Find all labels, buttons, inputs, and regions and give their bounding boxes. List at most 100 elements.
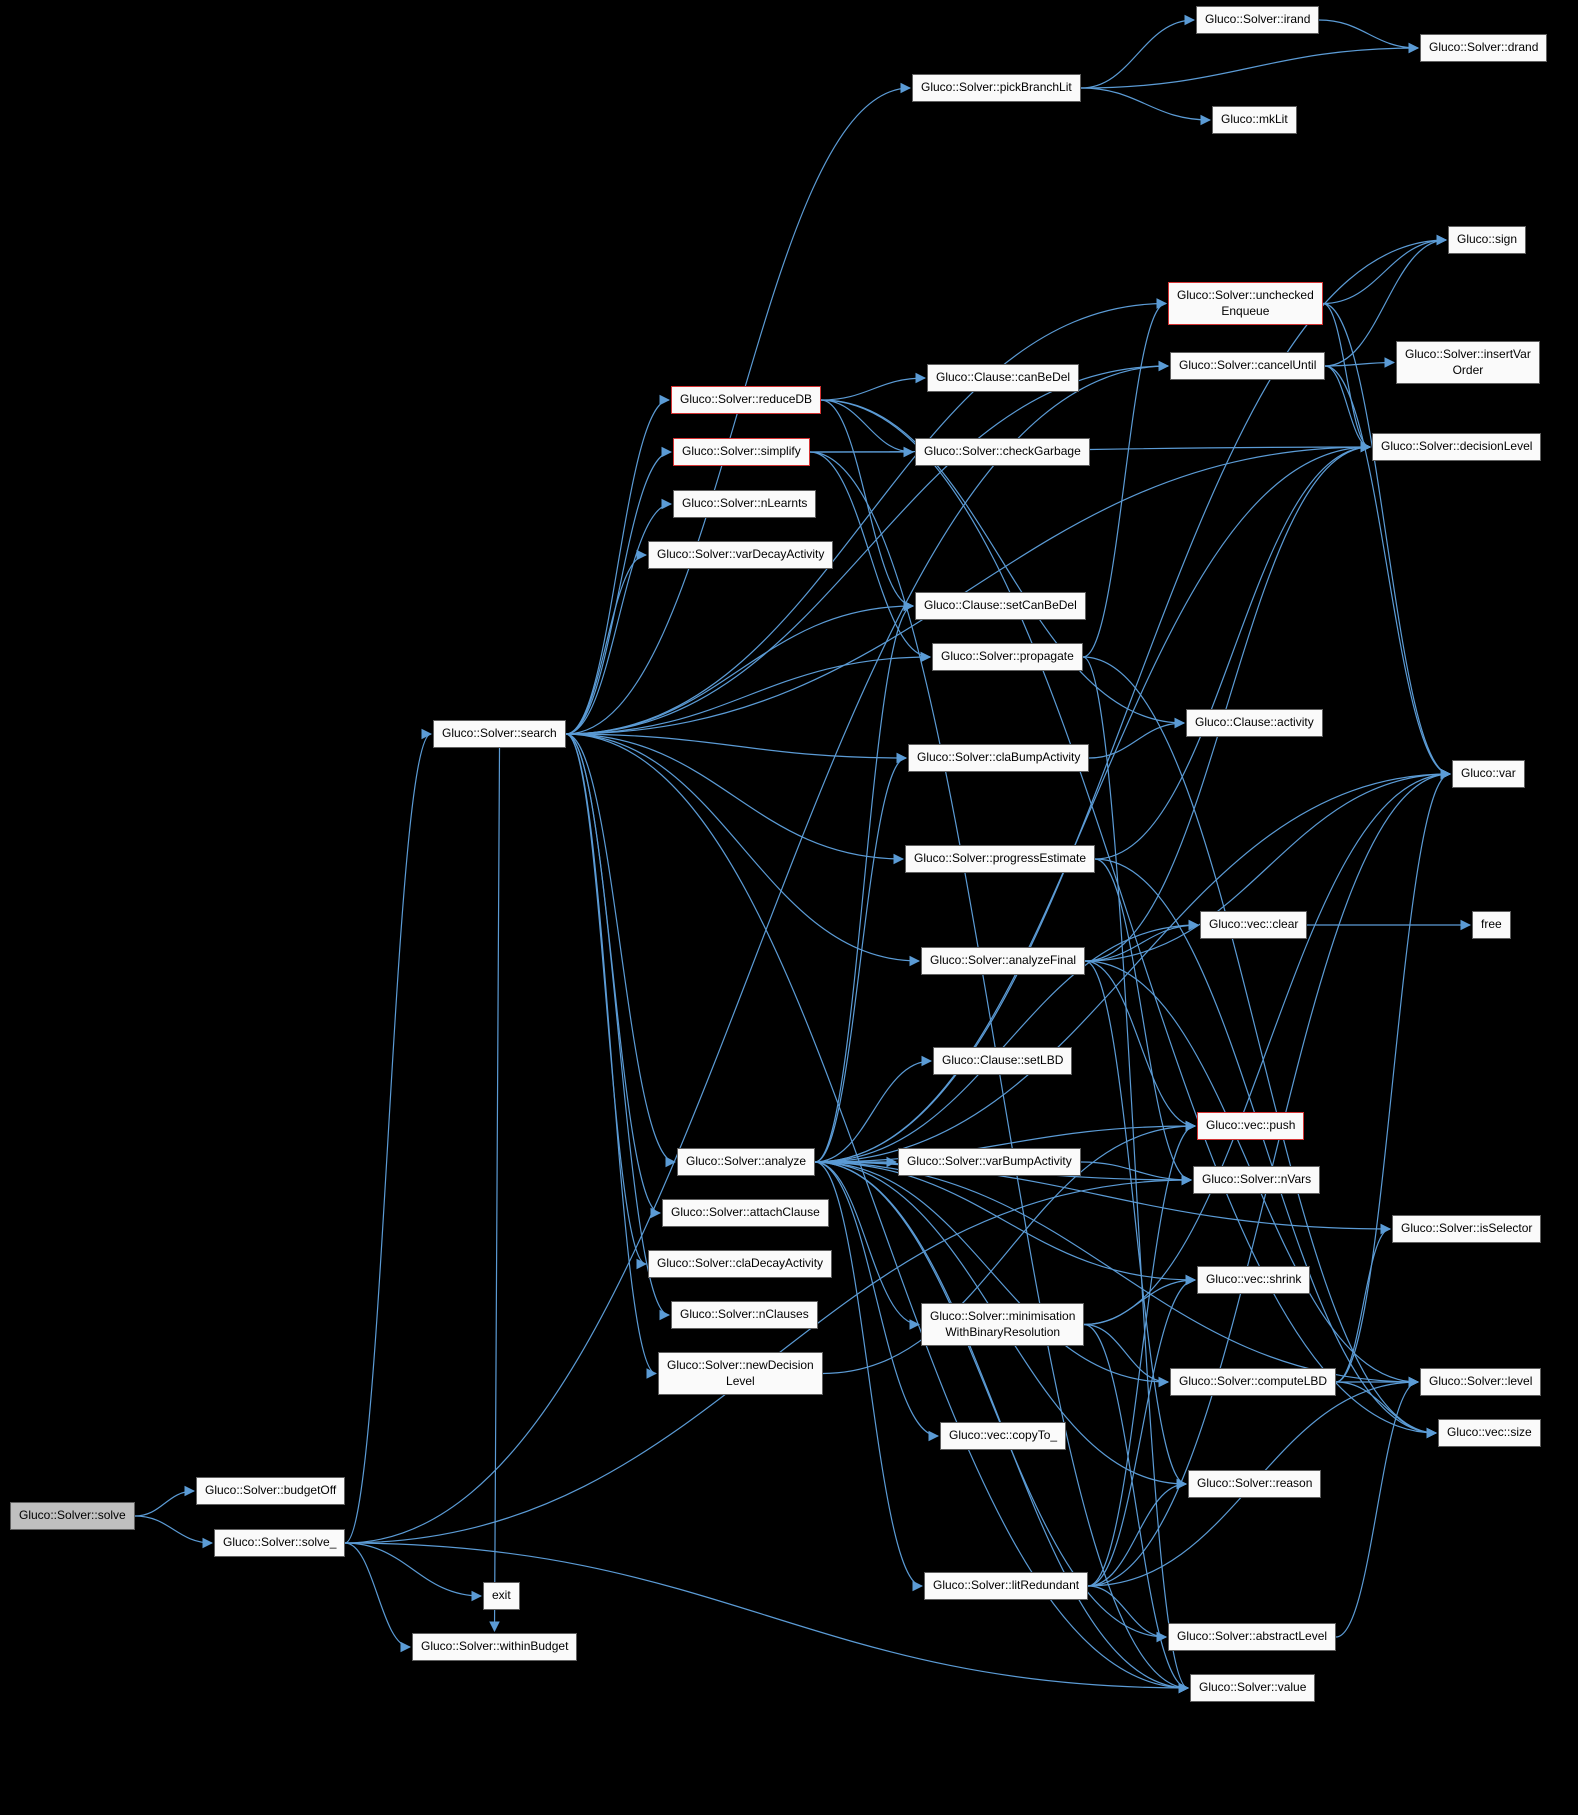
- node-computeLBD[interactable]: Gluco::Solver::computeLBD: [1170, 1368, 1337, 1396]
- node-irand[interactable]: Gluco::Solver::irand: [1196, 6, 1320, 34]
- edge-solve_-exit: [344, 1542, 483, 1602]
- edge-cancelUntil-var: [1324, 365, 1452, 780]
- edge-litRedundant-shrink: [1087, 1274, 1197, 1587]
- node-exit[interactable]: exit: [483, 1582, 520, 1610]
- node-decisionLevel[interactable]: Gluco::Solver::decisionLevel: [1372, 433, 1542, 461]
- node-value[interactable]: Gluco::Solver::value: [1190, 1674, 1316, 1702]
- node-progressEstimate[interactable]: Gluco::Solver::progressEstimate: [905, 845, 1096, 873]
- node-mkLit[interactable]: Gluco::mkLit: [1212, 106, 1297, 134]
- node-push[interactable]: Gluco::vec::push: [1197, 1112, 1305, 1140]
- edge-search-reduceDB: [565, 394, 671, 735]
- node-abstractLevel[interactable]: Gluco::Solver::abstractLevel: [1168, 1623, 1337, 1651]
- node-canBeDel[interactable]: Gluco::Clause::canBeDel: [927, 364, 1080, 392]
- node-checkGarbage[interactable]: Gluco::Solver::checkGarbage: [915, 438, 1090, 466]
- edge-solve-solve_: [134, 1515, 214, 1549]
- edge-analyzeFinal-reason: [1084, 960, 1188, 1490]
- edge-litRedundant-push: [1087, 1120, 1197, 1587]
- node-solve_[interactable]: Gluco::Solver::solve_: [214, 1529, 346, 1557]
- node-claDecayActivity[interactable]: Gluco::Solver::claDecayActivity: [648, 1250, 833, 1278]
- node-reduceDB[interactable]: Gluco::Solver::reduceDB: [671, 386, 822, 414]
- node-cancelUntil[interactable]: Gluco::Solver::cancelUntil: [1170, 352, 1326, 380]
- edge-claBumpActivity-activity: [1088, 717, 1186, 759]
- edge-analyze-var: [814, 768, 1452, 1163]
- node-varBumpActivity[interactable]: Gluco::Solver::varBumpActivity: [898, 1148, 1081, 1176]
- node-analyze[interactable]: Gluco::Solver::analyze: [677, 1148, 816, 1176]
- edge-cancelUntil-insertVarOrder: [1324, 357, 1396, 368]
- node-search[interactable]: Gluco::Solver::search: [433, 720, 566, 748]
- edge-analyze-clear: [814, 919, 1200, 1163]
- node-setLBD[interactable]: Gluco::Clause::setLBD: [933, 1047, 1073, 1075]
- node-var[interactable]: Gluco::var: [1452, 760, 1525, 788]
- edge-cancelUntil-sign: [1324, 234, 1448, 367]
- node-nVars[interactable]: Gluco::Solver::nVars: [1193, 1166, 1321, 1194]
- node-litRedundant[interactable]: Gluco::Solver::litRedundant: [924, 1572, 1089, 1600]
- edge-reduceDB-checkGarbage: [820, 399, 915, 458]
- node-insertVarOrder[interactable]: Gluco::Solver::insertVar Order: [1396, 341, 1540, 385]
- node-nLearnts[interactable]: Gluco::Solver::nLearnts: [673, 490, 817, 518]
- node-pickBranchLit[interactable]: Gluco::Solver::pickBranchLit: [912, 74, 1081, 102]
- node-simplify[interactable]: Gluco::Solver::simplify: [673, 438, 810, 466]
- edge-analyze-setCanBeDel: [814, 600, 915, 1163]
- edge-uncheckedEnqueue-decisionLevel: [1322, 302, 1372, 453]
- node-varDecayActivity[interactable]: Gluco::Solver::varDecayActivity: [648, 541, 834, 569]
- edge-solve_-search: [344, 728, 433, 1544]
- edge-propagate-size: [1082, 656, 1438, 1439]
- edge-pickBranchLit-drand: [1080, 42, 1420, 89]
- edge-minimisationWithBinaryResolution-shrink: [1083, 1274, 1197, 1326]
- node-copyTo_[interactable]: Gluco::vec::copyTo_: [940, 1422, 1067, 1450]
- node-free[interactable]: free: [1472, 911, 1511, 939]
- node-analyzeFinal[interactable]: Gluco::Solver::analyzeFinal: [921, 947, 1086, 975]
- edge-search-newDecisionLevel: [565, 733, 658, 1379]
- edge-varBumpActivity-nVars: [1080, 1161, 1193, 1186]
- edge-litRedundant-reason: [1087, 1478, 1188, 1587]
- edge-simplify-decisionLevel: [809, 441, 1372, 453]
- edge-analyze-sign: [814, 234, 1448, 1163]
- node-minimisationWithBinaryResolution[interactable]: Gluco::Solver::minimisation WithBinaryRe…: [921, 1303, 1085, 1347]
- node-reason[interactable]: Gluco::Solver::reason: [1188, 1470, 1322, 1498]
- edge-search-varDecayActivity: [565, 549, 648, 735]
- edge-analyze-copyTo_: [814, 1161, 940, 1442]
- edge-search-withinBudget: [489, 747, 501, 1633]
- node-setCanBeDel[interactable]: Gluco::Clause::setCanBeDel: [915, 592, 1086, 620]
- node-shrink[interactable]: Gluco::vec::shrink: [1197, 1266, 1311, 1294]
- edge-search-setCanBeDel: [565, 600, 915, 735]
- node-clear[interactable]: Gluco::vec::clear: [1200, 911, 1308, 939]
- edge-search-nLearnts: [565, 498, 673, 735]
- edge-analyze-setLBD: [814, 1055, 933, 1163]
- edge-reduceDB-canBeDel: [820, 372, 927, 401]
- edge-abstractLevel-level: [1335, 1376, 1420, 1638]
- edge-search-claBumpActivity: [565, 733, 908, 764]
- node-withinBudget[interactable]: Gluco::Solver::withinBudget: [412, 1633, 578, 1661]
- node-claBumpActivity[interactable]: Gluco::Solver::claBumpActivity: [908, 744, 1090, 772]
- edge-search-simplify: [565, 446, 673, 735]
- edge-search-analyze: [565, 733, 677, 1168]
- node-sign[interactable]: Gluco::sign: [1448, 226, 1527, 254]
- node-isSelector[interactable]: Gluco::Solver::isSelector: [1392, 1215, 1542, 1243]
- node-drand[interactable]: Gluco::Solver::drand: [1420, 34, 1548, 62]
- edge-progressEstimate-size: [1094, 858, 1438, 1439]
- edge-minimisationWithBinaryResolution-value: [1083, 1323, 1190, 1694]
- node-activity[interactable]: Gluco::Clause::activity: [1186, 709, 1323, 737]
- edge-analyze-computeLBD: [814, 1161, 1170, 1388]
- node-level[interactable]: Gluco::Solver::level: [1420, 1368, 1542, 1396]
- edge-search-uncheckedEnqueue: [565, 298, 1168, 735]
- edge-search-nClauses: [565, 733, 671, 1321]
- edge-analyzeFinal-decisionLevel: [1084, 441, 1372, 962]
- node-nClauses[interactable]: Gluco::Solver::nClauses: [671, 1301, 818, 1329]
- node-budgetOff[interactable]: Gluco::Solver::budgetOff: [196, 1477, 346, 1505]
- node-propagate[interactable]: Gluco::Solver::propagate: [932, 643, 1083, 671]
- edge-uncheckedEnqueue-var: [1322, 302, 1452, 780]
- node-uncheckedEnqueue[interactable]: Gluco::Solver::unchecked Enqueue: [1168, 282, 1323, 326]
- node-attachClause[interactable]: Gluco::Solver::attachClause: [662, 1199, 829, 1227]
- edge-search-decisionLevel: [565, 441, 1372, 735]
- node-solve[interactable]: Gluco::Solver::solve: [10, 1502, 135, 1530]
- node-size[interactable]: Gluco::vec::size: [1438, 1419, 1541, 1447]
- edge-analyze-claBumpActivity: [814, 752, 908, 1163]
- edge-irand-drand: [1318, 19, 1420, 54]
- edge-solve-budgetOff: [134, 1485, 196, 1517]
- edge-analyzeFinal-push: [1084, 960, 1197, 1132]
- edge-propagate-value: [1082, 656, 1190, 1694]
- edge-pickBranchLit-irand: [1080, 14, 1196, 89]
- node-newDecisionLevel[interactable]: Gluco::Solver::newDecision Level: [658, 1352, 823, 1396]
